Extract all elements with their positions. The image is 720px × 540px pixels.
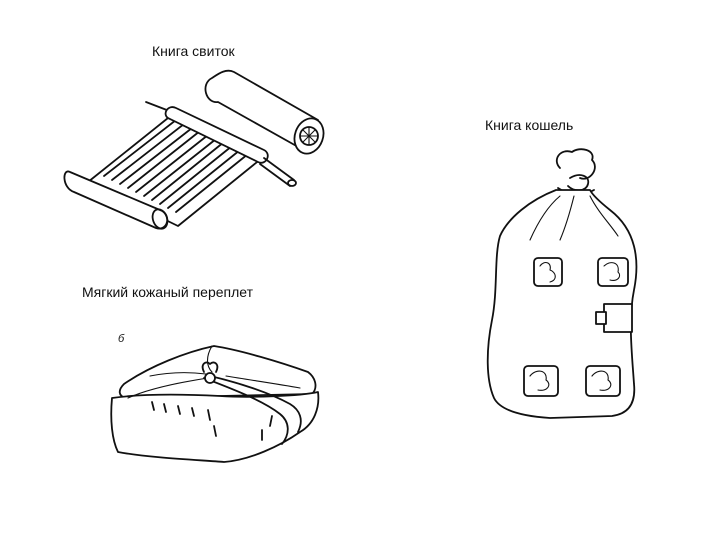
soft-binding-label: Мягкий кожаный переплет	[82, 284, 253, 300]
scroll-text-lines	[103, 119, 249, 213]
binding-crease-marks	[151, 401, 273, 441]
variant-b-label: б	[118, 333, 125, 345]
pouch-ornament-bottom-left	[523, 365, 559, 397]
pouch-book-label: Книга кошель	[485, 117, 574, 133]
pouch-ornament-top-right	[597, 257, 629, 287]
scroll-book-label: Книга свиток	[152, 43, 235, 59]
soft-binding-illustration	[110, 345, 320, 463]
pouch-book-illustration	[486, 148, 638, 419]
pouch-ornament-bottom-right	[585, 365, 621, 397]
scroll-book-illustration	[63, 69, 325, 230]
pouch-ornament-top-left	[533, 257, 563, 287]
